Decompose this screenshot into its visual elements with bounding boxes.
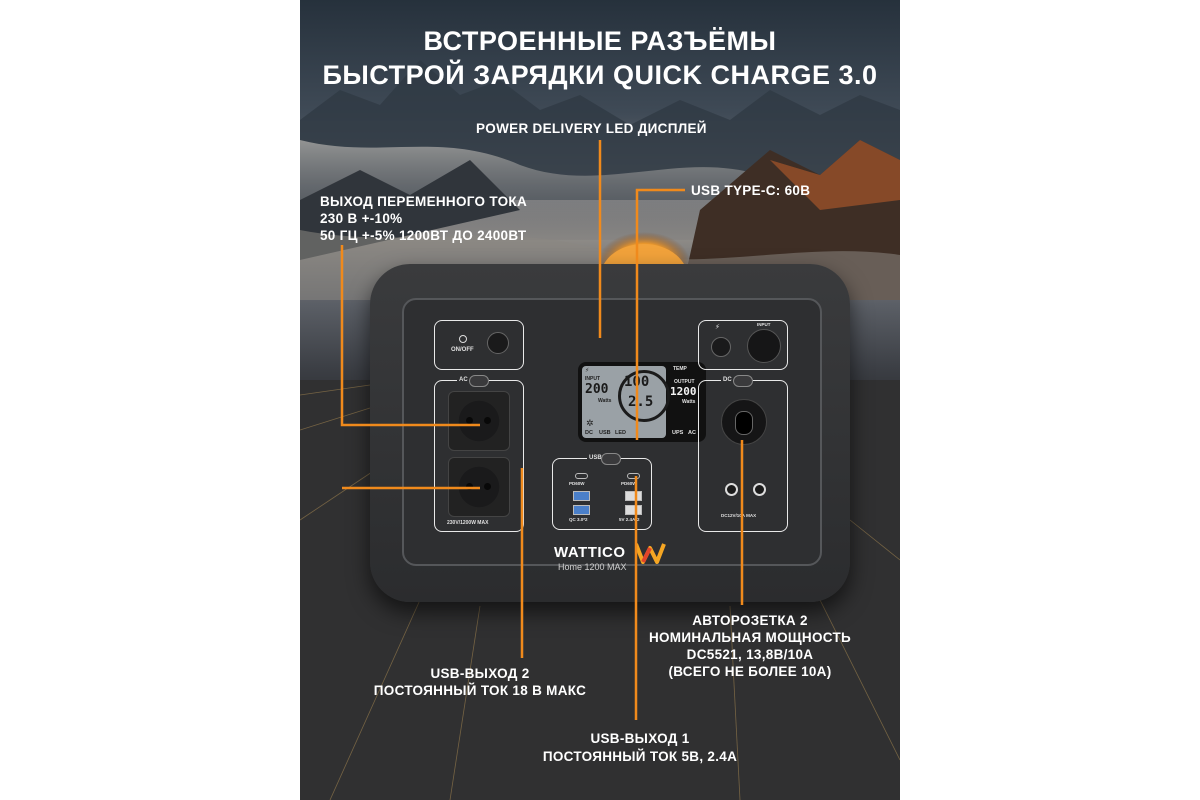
usb-a-port-2 <box>625 505 642 515</box>
callout-display: POWER DELIVERY LED ДИСПЛЕЙ <box>476 121 707 136</box>
car-socket-hole <box>735 411 753 435</box>
usb-c-port-2 <box>627 473 640 479</box>
display-input-label: INPUT <box>585 376 600 382</box>
dc5521-port-1 <box>725 483 738 496</box>
power-panel: ON/OFF <box>434 320 524 370</box>
fan-icon: ✲ <box>586 418 594 428</box>
dc-label: DC <box>721 377 734 383</box>
callout-usb2-line-1: USB-ВЫХОД 2 <box>430 666 530 681</box>
ac-button[interactable] <box>469 375 489 387</box>
power-indicator-icon <box>459 335 467 343</box>
display-usb-indicator: USB <box>599 430 611 436</box>
callout-ac-line-2: 230 В +-10% <box>320 211 403 226</box>
display-dc-indicator: DC <box>585 430 593 436</box>
device-front-panel: ON/OFF AC 230V/1200W MAX ⚡ INPUT <box>402 298 822 572</box>
dc-panel: DC DC12V/10A MAX <box>698 375 788 532</box>
dc-button[interactable] <box>733 375 753 387</box>
display-ac-indicator: AC <box>688 430 696 436</box>
ac-outlet-panel: AC 230V/1200W MAX <box>434 375 524 532</box>
callout-car-line-2: НОМИНАЛЬНАЯ МОЩНОСТЬ <box>648 630 852 645</box>
callout-car-line-3: DC5521, 13,8В/10А <box>686 647 814 662</box>
callout-ac-line-3: 50 ГЦ +-5% 1200ВТ ДО 2400ВТ <box>320 228 527 243</box>
callout-usb2-line-2: ПОСТОЯННЫЙ ТОК 18 В МАКС <box>373 683 587 698</box>
display-percent: 100 <box>624 374 650 390</box>
usb-panel: USB PD60W PD60W QC 3.0*2 5V 2.4A*2 <box>552 453 652 530</box>
model-name: Home 1200 MAX <box>558 562 627 572</box>
display-temp-label: TEMP <box>673 366 687 372</box>
power-button[interactable] <box>487 332 509 354</box>
input-panel: ⚡ INPUT <box>698 320 788 370</box>
headline-line-2: БЫСТРОЙ ЗАРЯДКИ QUICK CHARGE 3.0 <box>322 60 878 90</box>
headline-line-1: ВСТРОЕННЫЕ РАЗЪЁМЫ <box>423 26 777 56</box>
callout-usb-c: USB TYPE-C: 60В <box>691 183 811 198</box>
usb-a-qc-port-2 <box>573 505 590 515</box>
display-hours: 2.5 <box>628 394 654 410</box>
bolt-icon: ⚡ <box>585 368 590 374</box>
ac-socket-2 <box>448 457 510 517</box>
display-output-value: 1200 <box>670 385 697 398</box>
callout-car-line-4: (ВСЕГО НЕ БОЛЕЕ 10А) <box>668 664 832 679</box>
input-label: INPUT <box>757 322 771 327</box>
pd-label-right: PD60W <box>621 481 637 486</box>
display-led-indicator: LED <box>615 430 626 436</box>
callout-car-line-1: АВТОРОЗЕТКА 2 <box>692 613 808 628</box>
charge-icon: ⚡ <box>715 324 720 331</box>
power-station: ON/OFF AC 230V/1200W MAX ⚡ INPUT <box>370 264 850 602</box>
usb-c-port-1 <box>575 473 588 479</box>
usb-label: USB <box>587 455 604 461</box>
ac-rating: 230V/1200W MAX <box>447 520 489 526</box>
callout-ac-line-1: ВЫХОД ПЕРЕМЕННОГО ТОКА <box>320 194 528 209</box>
ac-label: AC <box>457 377 470 383</box>
brand-logo-icon <box>636 543 666 564</box>
dc-rating: DC12V/10A MAX <box>721 513 757 518</box>
display-ups-indicator: UPS <box>672 430 684 436</box>
usb-a-qc-port-1 <box>573 491 590 501</box>
product-poster: ВСТРОЕННЫЕ РАЗЪЁМЫ БЫСТРОЙ ЗАРЯДКИ QUICK… <box>300 0 900 800</box>
dc5521-port-2 <box>753 483 766 496</box>
usb-button[interactable] <box>601 453 621 465</box>
ac-socket-1 <box>448 391 510 451</box>
usb-a-port-1 <box>625 491 642 501</box>
display-input-unit: Watts <box>598 398 612 404</box>
callout-usb1-line-1: USB-ВЫХОД 1 <box>590 731 690 746</box>
input-port <box>747 329 781 363</box>
pd-label-left: PD60W <box>569 481 585 486</box>
callout-usb1-line-2: ПОСТОЯННЫЙ ТОК 5В, 2.4А <box>542 749 738 764</box>
display-input-value: 200 <box>585 382 609 397</box>
display-output-unit: Watts <box>682 399 696 405</box>
input-button[interactable] <box>711 337 731 357</box>
usb-rating-label: 5V 2.4A*2 <box>619 517 640 522</box>
led-display: ⚡ INPUT 200 Watts 100 2.5 ✲ DC USB LED T… <box>578 362 706 442</box>
qc-label: QC 3.0*2 <box>569 517 588 522</box>
brand-name: WATTICO <box>554 544 626 561</box>
on-off-label: ON/OFF <box>451 347 474 353</box>
